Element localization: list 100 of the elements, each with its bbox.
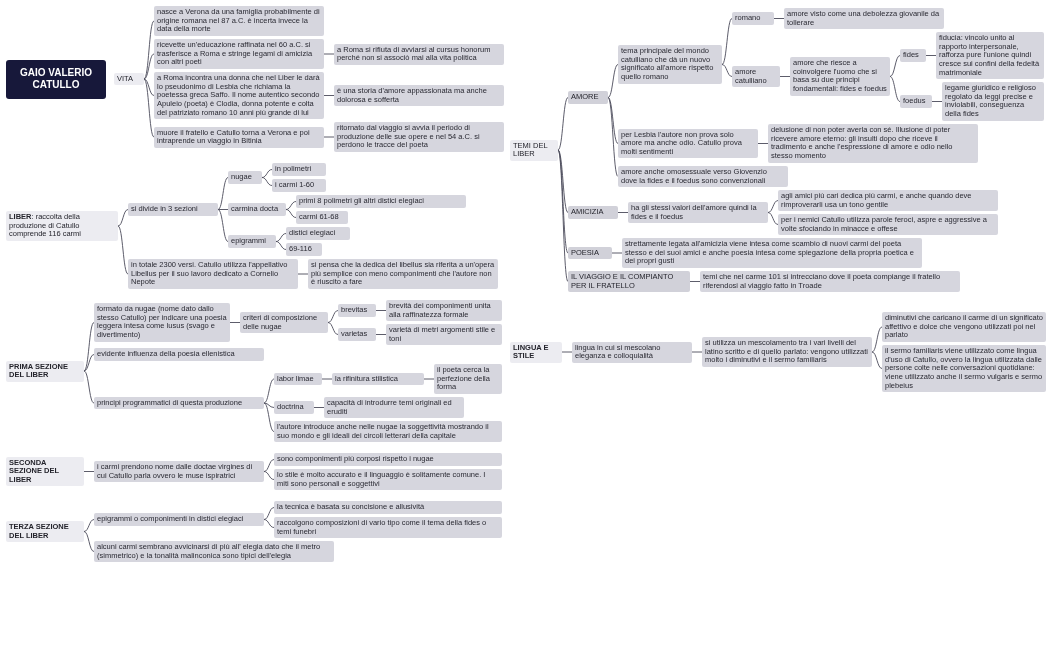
connector-line: [263, 507, 275, 520]
connector-line: [721, 64, 733, 77]
branch-topic: [114, 72, 144, 86]
idea-node: [618, 128, 758, 159]
connector-line: [757, 143, 769, 144]
idea-node: [94, 348, 264, 361]
connector-line: [263, 471, 275, 480]
connector-line: [143, 20, 155, 80]
connector-line: [767, 212, 779, 225]
connector-line: [217, 209, 229, 210]
connector-line: [871, 326, 883, 353]
idea-node: [296, 195, 466, 208]
idea-node: [338, 328, 376, 341]
connector-line: [871, 351, 883, 369]
connector-line: [261, 177, 273, 186]
connector-line: [327, 322, 339, 335]
branch-topic: [6, 521, 84, 543]
idea-node: [334, 85, 504, 107]
branch-topic: [510, 341, 562, 363]
connector-line: [689, 281, 701, 282]
connector-line: [925, 55, 937, 56]
idea-node: [94, 396, 264, 410]
idea-node: [274, 421, 502, 443]
idea-node: [618, 166, 788, 188]
connector-line: [323, 53, 335, 55]
branch-topic: [6, 211, 118, 241]
idea-node: [778, 214, 998, 236]
connector-line: [611, 252, 623, 254]
connector-line: [375, 310, 387, 311]
idea-node: [434, 364, 502, 394]
connector-line: [297, 273, 309, 275]
theme-node: [568, 271, 690, 293]
connector-line: [423, 378, 435, 380]
idea-node: [618, 45, 722, 84]
connector-line: [229, 322, 241, 323]
idea-node: [94, 541, 334, 563]
connector-line: [931, 101, 943, 102]
idea-node: [274, 401, 314, 414]
idea-node: [572, 341, 692, 363]
idea-node: [768, 124, 978, 163]
connector-line: [557, 149, 569, 213]
connector-line: [607, 97, 619, 177]
idea-node: [274, 372, 322, 386]
idea-node: [334, 43, 504, 65]
connector-line: [321, 378, 333, 380]
connector-line: [217, 209, 229, 242]
connector-line: [263, 402, 275, 432]
idea-node: [274, 469, 502, 491]
connector-line: [83, 322, 95, 372]
idea-node: [228, 203, 286, 216]
connector-line: [263, 378, 275, 404]
connector-line: [721, 18, 733, 65]
connector-line: [83, 531, 95, 552]
connector-line: [889, 76, 901, 102]
idea-node: [778, 190, 998, 212]
idea-node: [94, 461, 264, 483]
idea-node: [274, 517, 502, 539]
central-topic: [6, 59, 106, 99]
branch-topic: [6, 360, 84, 382]
idea-node: [154, 39, 324, 69]
idea-node: [338, 304, 376, 317]
idea-node: [334, 122, 504, 152]
idea-node: [286, 227, 350, 240]
connector-line: [773, 18, 785, 19]
idea-node: [332, 372, 424, 386]
connector-line: [263, 459, 275, 472]
theme-node: [568, 206, 618, 219]
connector-line: [561, 351, 573, 353]
connector-line: [285, 209, 297, 218]
idea-node: [274, 501, 502, 514]
connector-line: [889, 55, 901, 77]
idea-node: [622, 238, 922, 268]
idea-node: [296, 211, 348, 224]
idea-node: [386, 324, 502, 346]
idea-node: [128, 259, 298, 289]
idea-node: [272, 179, 326, 192]
connector-line: [275, 233, 287, 242]
connector-line: [557, 149, 569, 282]
idea-node: [272, 163, 326, 176]
connector-line: [143, 78, 155, 138]
connector-line: [117, 209, 129, 227]
branch-topic: [6, 456, 84, 487]
connector-line: [263, 519, 275, 528]
idea-node: [240, 312, 328, 334]
connector-line: [143, 78, 155, 96]
title-text: GAIO VALERIO CATULLO: [18, 66, 93, 92]
connector-line: [779, 76, 791, 77]
idea-node: [228, 171, 262, 184]
idea-node: [154, 126, 324, 148]
connector-line: [83, 519, 95, 532]
idea-node: [274, 453, 502, 466]
branch-topic: [510, 139, 558, 161]
idea-node: [900, 95, 932, 108]
idea-node: [228, 235, 276, 248]
connector-line: [323, 95, 335, 96]
connector-line: [607, 97, 619, 144]
connector-line: [263, 402, 275, 408]
connector-line: [313, 407, 325, 408]
connector-line: [143, 53, 155, 80]
connector-line: [117, 225, 129, 275]
